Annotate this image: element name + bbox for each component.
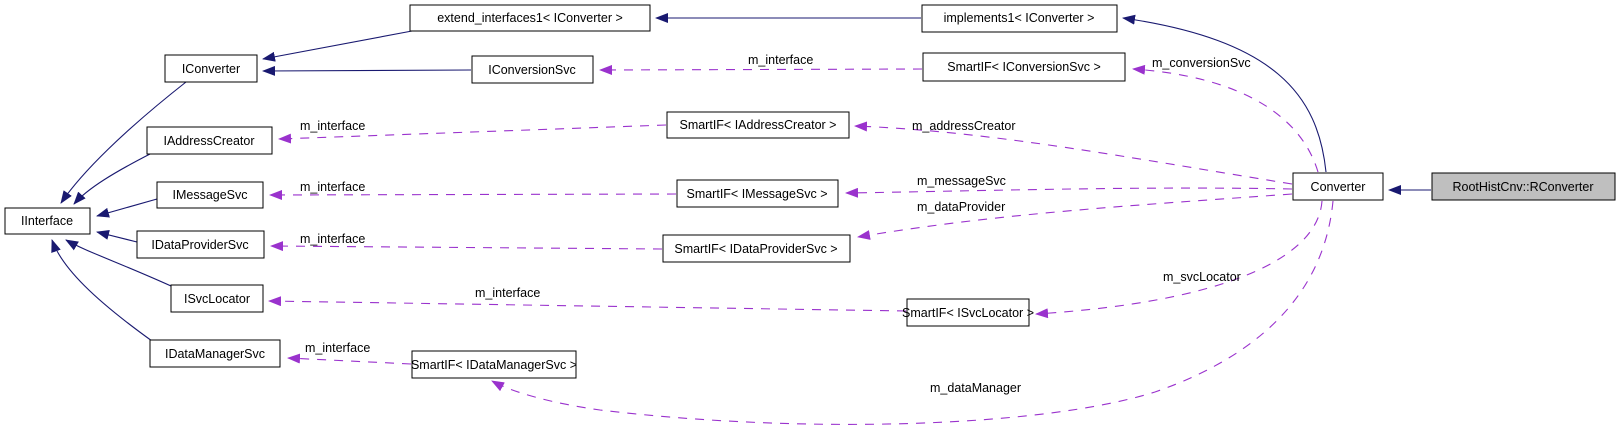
node-smartif-iaddresscreator-label: SmartIF< IAddressCreator >	[679, 118, 836, 132]
edge-label-m-conversionsvc: m_conversionSvc	[1152, 56, 1251, 70]
node-implements1[interactable]: implements1< IConverter >	[921, 4, 1118, 33]
node-extend-interfaces1-label: extend_interfaces1< IConverter >	[437, 11, 623, 25]
usage-edges	[268, 64, 1334, 425]
edge-label-m-messagesvc: m_messageSvc	[917, 174, 1006, 188]
node-smartif-iaddresscreator[interactable]: SmartIF< IAddressCreator >	[666, 111, 850, 139]
edge-smartif-isvclocator-to-isvclocator	[268, 296, 907, 312]
edge-iconverter-to-iinterface	[60, 81, 187, 204]
edge-idataprovidersvc-to-iinterface	[96, 230, 138, 243]
node-roothistcnv-rconverter: RootHistCnv::RConverter	[1431, 172, 1616, 201]
edge-label-m-interface-messagesvc: m_interface	[300, 180, 365, 194]
node-idataprovidersvc-label: IDataProviderSvc	[151, 238, 248, 252]
edge-smartif-imessagesvc-to-imessagesvc	[269, 189, 677, 200]
node-idataprovidersvc[interactable]: IDataProviderSvc	[136, 230, 265, 259]
edge-smartif-idataprovidersvc-to-idataprovidersvc	[270, 241, 663, 252]
edge-isvclocator-to-iinterface	[65, 239, 172, 287]
node-smartif-iconversionsvc-label: SmartIF< IConversionSvc >	[947, 60, 1101, 74]
node-iaddresscreator[interactable]: IAddressCreator	[146, 126, 273, 155]
node-iconversionsvc[interactable]: IConversionSvc	[471, 55, 594, 84]
node-smartif-imessagesvc[interactable]: SmartIF< IMessageSvc >	[676, 179, 839, 208]
edge-label-m-datamanager: m_dataManager	[930, 381, 1021, 395]
edge-label-m-svclocator: m_svcLocator	[1163, 270, 1241, 284]
node-smartif-idataprovidersvc[interactable]: SmartIF< IDataProviderSvc >	[662, 234, 851, 263]
edge-converter-to-smartif-isvclocator	[1035, 200, 1323, 319]
edge-converter-to-smartif-iconversionsvc	[1132, 64, 1319, 173]
edge-label-m-addresscreator: m_addressCreator	[912, 119, 1016, 133]
edge-converter-to-smartif-idataprovidersvc	[857, 193, 1293, 240]
edge-smartif-idatamanagersvc-to-idatamanagersvc	[287, 353, 412, 365]
node-iconverter-label: IConverter	[182, 62, 240, 76]
edge-smartif-iaddresscreator-to-iaddresscreator	[278, 124, 667, 144]
node-iinterface[interactable]: IInterface	[4, 207, 91, 235]
node-iconverter[interactable]: IConverter	[164, 54, 258, 83]
node-converter[interactable]: Converter	[1292, 172, 1384, 201]
edge-label-m-interface-dataprovidersvc: m_interface	[300, 232, 365, 246]
node-extend-interfaces1[interactable]: extend_interfaces1< IConverter >	[409, 4, 651, 32]
node-idatamanagersvc[interactable]: IDataManagerSvc	[149, 339, 281, 368]
node-idatamanagersvc-label: IDataManagerSvc	[165, 347, 265, 361]
nodes: extend_interfaces1< IConverter > impleme…	[4, 4, 1616, 379]
node-imessagesvc[interactable]: IMessageSvc	[156, 181, 264, 209]
edge-iaddresscreator-to-iinterface	[73, 153, 151, 205]
node-smartif-imessagesvc-label: SmartIF< IMessageSvc >	[686, 187, 827, 201]
node-smartif-isvclocator[interactable]: SmartIF< ISvcLocator >	[902, 298, 1034, 327]
edge-labels: m_interface m_conversionSvc m_interface …	[300, 53, 1251, 395]
node-implements1-label: implements1< IConverter >	[944, 11, 1095, 25]
edge-idatamanagersvc-to-iinterface	[51, 239, 153, 342]
node-isvclocator-label: ISvcLocator	[184, 292, 250, 306]
edge-converter-to-smartif-idatamanagersvc	[491, 200, 1334, 425]
node-smartif-isvclocator-label: SmartIF< ISvcLocator >	[902, 306, 1034, 320]
node-roothistcnv-rconverter-label: RootHistCnv::RConverter	[1452, 180, 1593, 194]
node-iinterface-label: IInterface	[21, 214, 73, 228]
node-smartif-iconversionsvc[interactable]: SmartIF< IConversionSvc >	[922, 52, 1126, 82]
edge-imessagesvc-to-iinterface	[96, 198, 158, 218]
edge-label-m-dataprovider: m_dataProvider	[917, 200, 1005, 214]
edge-iconversionsvc-to-iconverter	[262, 65, 472, 76]
edge-label-m-interface-addresscreator: m_interface	[300, 119, 365, 133]
node-smartif-idatamanagersvc[interactable]: SmartIF< IDataManagerSvc >	[411, 350, 577, 379]
node-isvclocator[interactable]: ISvcLocator	[170, 284, 264, 313]
node-converter-label: Converter	[1311, 180, 1366, 194]
edge-label-m-interface-svclocator: m_interface	[475, 286, 540, 300]
node-imessagesvc-label: IMessageSvc	[172, 188, 247, 202]
edge-smartif-iconversionsvc-to-iconversionsvc	[599, 64, 923, 75]
edge-converter-to-smartif-imessagesvc	[845, 187, 1293, 198]
node-smartif-idataprovidersvc-label: SmartIF< IDataProviderSvc >	[674, 242, 837, 256]
edge-label-m-interface-datamanagersvc: m_interface	[305, 341, 370, 355]
node-iaddresscreator-label: IAddressCreator	[163, 134, 254, 148]
edge-label-m-interface-conversionsvc: m_interface	[748, 53, 813, 67]
inheritance-edges	[51, 13, 1431, 342]
edge-extend-interfaces1-to-iconverter	[262, 30, 413, 62]
node-smartif-idatamanagersvc-label: SmartIF< IDataManagerSvc >	[411, 358, 577, 372]
node-iconversionsvc-label: IConversionSvc	[488, 63, 576, 77]
edge-converter-to-implements1	[1122, 14, 1327, 173]
